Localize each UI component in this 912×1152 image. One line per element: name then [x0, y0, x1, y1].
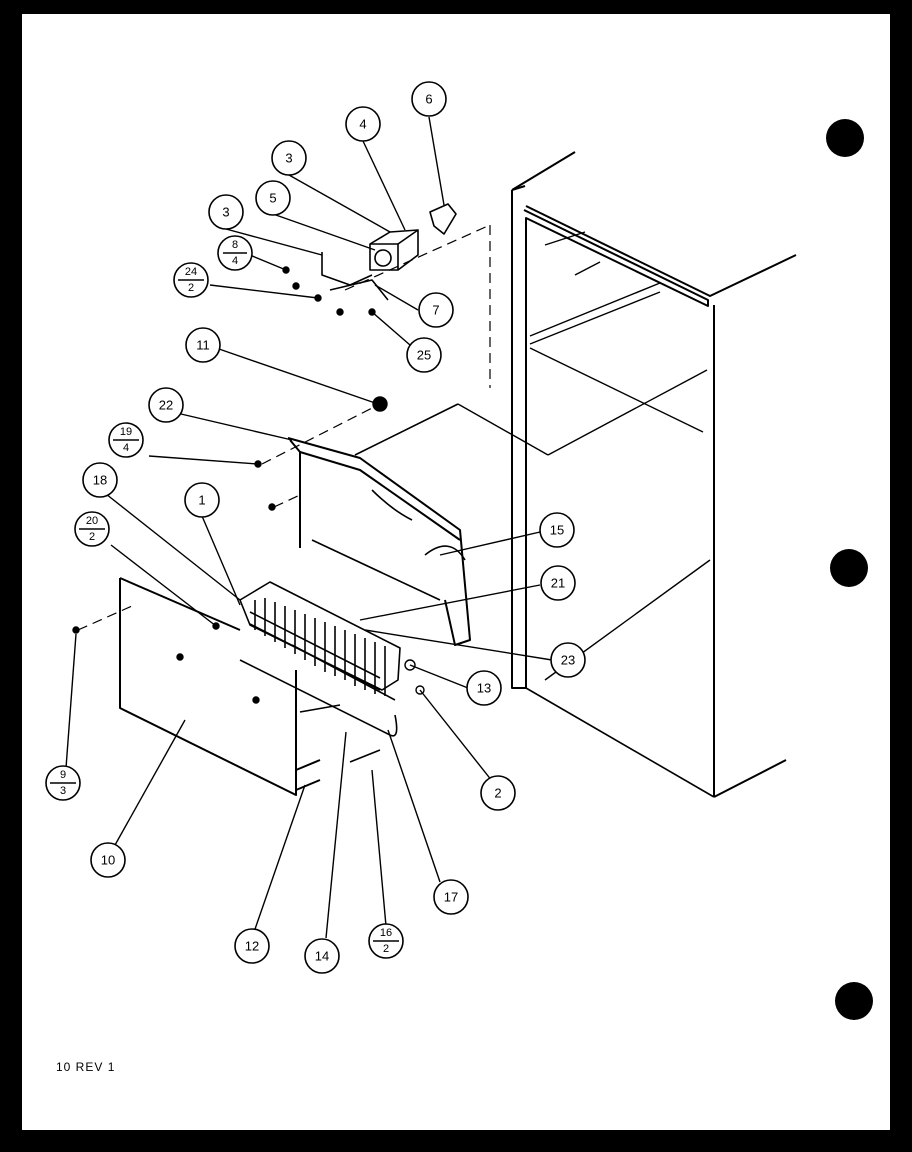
svg-text:17: 17	[444, 890, 458, 905]
svg-text:3: 3	[222, 205, 229, 220]
callout-3-top: 3	[271, 140, 307, 176]
callout-10: 10	[90, 842, 126, 878]
svg-text:5: 5	[269, 191, 276, 206]
alignment-lines	[77, 224, 491, 631]
svg-text:4: 4	[359, 117, 366, 132]
callout-11: 11	[185, 327, 221, 363]
callout-16-2: 162	[368, 923, 404, 959]
svg-text:9: 9	[60, 769, 66, 781]
svg-text:22: 22	[159, 398, 173, 413]
svg-text:13: 13	[477, 681, 491, 696]
svg-text:2: 2	[89, 531, 95, 543]
callout-19-4: 194	[108, 422, 144, 458]
callout-9-3: 93	[45, 765, 81, 801]
leader-lines	[65, 116, 553, 939]
callout-8-4: 84	[217, 235, 253, 271]
svg-text:4: 4	[123, 442, 129, 454]
svg-text:2: 2	[494, 786, 501, 801]
diagram-sheet	[22, 14, 890, 1130]
callout-5: 5	[255, 180, 291, 216]
callout-3-lower: 3	[208, 194, 244, 230]
callout-14: 14	[304, 938, 340, 974]
svg-text:1: 1	[198, 493, 205, 508]
svg-text:20: 20	[86, 515, 98, 527]
svg-text:10: 10	[101, 853, 115, 868]
svg-text:2: 2	[383, 943, 389, 955]
svg-text:4: 4	[232, 255, 238, 267]
svg-text:2: 2	[188, 282, 194, 294]
svg-text:3: 3	[285, 151, 292, 166]
back-panel	[119, 577, 321, 796]
svg-text:8: 8	[232, 239, 238, 251]
callout-1: 1	[184, 482, 220, 518]
svg-text:12: 12	[245, 939, 259, 954]
evaporator-cover	[287, 403, 471, 646]
callouts: 6 4 3 5 3 84 242 7 25 11 22 194 18 1 202…	[45, 81, 586, 974]
svg-text:19: 19	[120, 426, 132, 438]
callout-22: 22	[148, 387, 184, 423]
svg-text:11: 11	[196, 338, 210, 353]
cabinet	[457, 151, 797, 798]
svg-text:21: 21	[551, 576, 565, 591]
callout-12: 12	[234, 928, 270, 964]
svg-text:14: 14	[315, 949, 329, 964]
callout-6: 6	[411, 81, 447, 117]
callout-13: 13	[466, 670, 502, 706]
callout-21: 21	[540, 565, 576, 601]
fan-motor-assembly	[321, 203, 457, 301]
callout-2: 2	[480, 775, 516, 811]
svg-text:16: 16	[380, 927, 392, 939]
svg-text:24: 24	[185, 266, 197, 278]
callout-23: 23	[550, 642, 586, 678]
fasteners	[72, 266, 425, 704]
callout-17: 17	[433, 879, 469, 915]
svg-text:7: 7	[432, 303, 439, 318]
svg-text:18: 18	[93, 473, 107, 488]
callout-4: 4	[345, 106, 381, 142]
svg-text:6: 6	[425, 92, 432, 107]
callout-20-2: 202	[74, 511, 110, 547]
binder-hole-top	[826, 119, 864, 157]
revision-label: 10 REV 1	[56, 1060, 116, 1074]
svg-text:3: 3	[60, 785, 66, 797]
callout-7: 7	[418, 292, 454, 328]
callout-15: 15	[539, 512, 575, 548]
callout-24-2: 242	[173, 262, 209, 298]
binder-hole-middle	[830, 549, 868, 587]
evaporator-coil	[239, 581, 401, 763]
svg-text:15: 15	[550, 523, 564, 538]
callout-25: 25	[406, 337, 442, 373]
svg-text:25: 25	[417, 348, 431, 363]
binder-hole-bottom	[835, 982, 873, 1020]
callout-18: 18	[82, 462, 118, 498]
svg-text:23: 23	[561, 653, 575, 668]
